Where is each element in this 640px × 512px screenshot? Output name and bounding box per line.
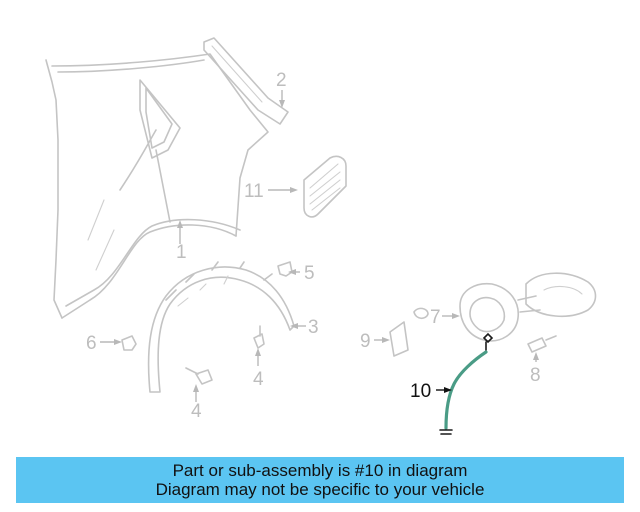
callout-leaders bbox=[100, 90, 539, 402]
plug-part bbox=[121, 335, 137, 351]
quarter-panel-part bbox=[45, 53, 269, 319]
parts-diagram: 1 2 3 4 4 5 6 7 8 9 10 11 bbox=[45, 37, 597, 435]
callout-4-lower: 4 bbox=[191, 401, 202, 422]
wheelhouse-liner-part bbox=[147, 261, 295, 393]
callout-10: 10 bbox=[410, 381, 431, 402]
callout-3: 3 bbox=[308, 317, 319, 338]
callout-2: 2 bbox=[276, 70, 287, 91]
callout-7: 7 bbox=[430, 307, 441, 328]
callout-1: 1 bbox=[176, 242, 187, 263]
fuel-door-housing-part bbox=[459, 272, 597, 342]
screw-upper-part bbox=[253, 325, 265, 349]
info-banner: Part or sub-assembly is #10 in diagram D… bbox=[16, 457, 624, 503]
pillar-trim-part bbox=[203, 37, 289, 125]
fuel-door-screw-part bbox=[527, 335, 557, 353]
callout-5: 5 bbox=[304, 263, 315, 284]
callout-10-leader bbox=[436, 387, 452, 393]
vent-grille-part bbox=[303, 155, 347, 218]
callout-8: 8 bbox=[530, 365, 541, 386]
callout-6: 6 bbox=[86, 333, 97, 354]
callout-11: 11 bbox=[244, 181, 264, 202]
banner-line-part-number: Part or sub-assembly is #10 in diagram bbox=[172, 461, 468, 480]
push-clip-part bbox=[277, 261, 293, 277]
banner-line-disclaimer: Diagram may not be specific to your vehi… bbox=[155, 480, 485, 499]
fuel-door-bracket-part bbox=[389, 307, 429, 357]
callout-4-upper: 4 bbox=[253, 369, 264, 390]
screw-lower-part bbox=[185, 367, 213, 385]
fuel-door-release-cable-part bbox=[439, 332, 494, 435]
callout-9: 9 bbox=[360, 331, 371, 352]
